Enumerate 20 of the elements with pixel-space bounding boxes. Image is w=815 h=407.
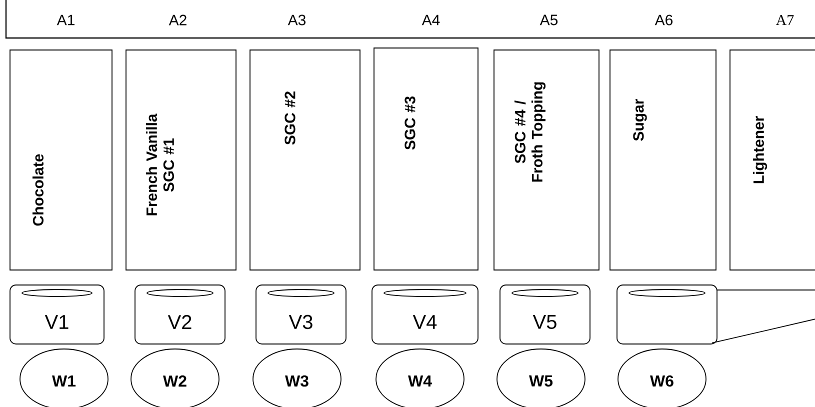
column-label: A3: [288, 14, 306, 26]
column-label: A4: [422, 14, 440, 26]
canister-box: Sugar: [610, 50, 716, 270]
cup: V5: [500, 284, 590, 344]
cup: V4: [372, 284, 478, 344]
column-label: A2: [168, 14, 186, 26]
cup: V2: [134, 284, 226, 344]
canister-box: Lightener: [730, 50, 815, 270]
canister-box: SGC #3: [374, 48, 478, 270]
canister-box: Chocolate: [10, 50, 112, 270]
canister-box: SGC #2: [250, 50, 360, 270]
canister-box: French Vanilla SGC #1: [126, 50, 236, 270]
cup: V3: [256, 284, 346, 344]
cup: [616, 284, 718, 344]
column-label: A6: [654, 14, 672, 26]
column-label: A7: [776, 15, 794, 25]
cup: V1: [10, 284, 104, 344]
canister-box: SGC #4 / Froth Topping: [494, 50, 600, 270]
column-label: A5: [540, 14, 558, 26]
column-label: A1: [56, 14, 74, 26]
